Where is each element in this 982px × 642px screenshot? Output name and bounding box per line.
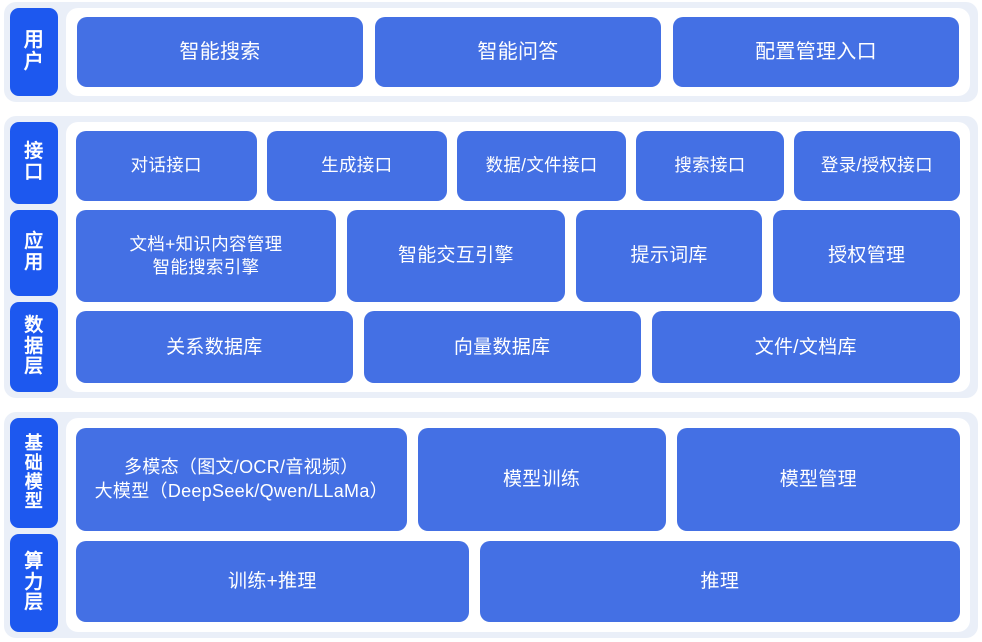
box-search-api[interactable]: 搜索接口 — [636, 131, 784, 201]
sidebar-label-data-layer[interactable]: 数据层 — [10, 301, 58, 392]
sidebar-labels-user: 用户 — [10, 8, 58, 96]
panel-platform: 对话接口 生成接口 数据/文件接口 搜索接口 登录/授权接口 文档+知识内容管理… — [66, 122, 970, 392]
section-infrastructure: 基础模型 算力层 多模态（图文/OCR/音视频） 大模型（DeepSeek/Qw… — [4, 412, 978, 638]
sidebar-labels-platform: 接口 应用 数据层 — [10, 122, 58, 392]
sidebar-label-compute-layer[interactable]: 算力层 — [10, 533, 58, 632]
box-vector-database[interactable]: 向量数据库 — [363, 311, 641, 383]
row-user: 智能搜索 智能问答 配置管理入口 — [77, 17, 959, 87]
sidebar-label-application[interactable]: 应用 — [10, 209, 58, 296]
box-dialog-api[interactable]: 对话接口 — [76, 131, 257, 201]
row-compute-layer: 训练+推理 推理 — [76, 541, 960, 623]
box-prompt-library[interactable]: 提示词库 — [575, 209, 763, 303]
box-authorization-management[interactable]: 授权管理 — [773, 209, 960, 303]
row-interface: 对话接口 生成接口 数据/文件接口 搜索接口 登录/授权接口 — [76, 131, 961, 201]
box-model-management[interactable]: 模型管理 — [676, 428, 960, 532]
box-file-document-store[interactable]: 文件/文档库 — [651, 311, 961, 383]
section-user: 用户 智能搜索 智能问答 配置管理入口 — [4, 2, 978, 102]
box-login-auth-api[interactable]: 登录/授权接口 — [793, 131, 961, 201]
sidebar-label-user[interactable]: 用户 — [10, 8, 58, 96]
row-application: 文档+知识内容管理 智能搜索引擎 智能交互引擎 提示词库 授权管理 — [76, 209, 960, 303]
section-platform: 接口 应用 数据层 对话接口 生成接口 数据/文件接口 搜索接口 登录/授权接口… — [4, 116, 978, 398]
box-smart-interaction-engine[interactable]: 智能交互引擎 — [346, 209, 565, 303]
panel-infrastructure: 多模态（图文/OCR/音视频） 大模型（DeepSeek/Qwen/LLaMa）… — [66, 418, 970, 632]
sidebar-label-foundation-model[interactable]: 基础模型 — [10, 418, 58, 528]
panel-user: 智能搜索 智能问答 配置管理入口 — [66, 8, 970, 96]
box-inference[interactable]: 推理 — [479, 541, 960, 623]
box-relational-database[interactable]: 关系数据库 — [76, 311, 353, 383]
box-smart-qa[interactable]: 智能问答 — [375, 17, 661, 87]
box-config-management-entry[interactable]: 配置管理入口 — [673, 17, 959, 87]
box-data-file-api[interactable]: 数据/文件接口 — [457, 131, 627, 201]
sidebar-label-interface[interactable]: 接口 — [10, 122, 58, 204]
box-multimodal-large-model[interactable]: 多模态（图文/OCR/音视频） 大模型（DeepSeek/Qwen/LLaMa） — [76, 428, 407, 532]
row-foundation-model: 多模态（图文/OCR/音视频） 大模型（DeepSeek/Qwen/LLaMa）… — [76, 428, 960, 532]
box-generation-api[interactable]: 生成接口 — [266, 131, 448, 201]
box-model-training[interactable]: 模型训练 — [417, 428, 666, 532]
box-document-knowledge-management[interactable]: 文档+知识内容管理 智能搜索引擎 — [76, 209, 336, 303]
box-smart-search[interactable]: 智能搜索 — [77, 17, 363, 87]
row-data-layer: 关系数据库 向量数据库 文件/文档库 — [76, 311, 961, 383]
box-training-and-inference[interactable]: 训练+推理 — [76, 541, 469, 623]
sidebar-labels-infrastructure: 基础模型 算力层 — [10, 418, 58, 632]
